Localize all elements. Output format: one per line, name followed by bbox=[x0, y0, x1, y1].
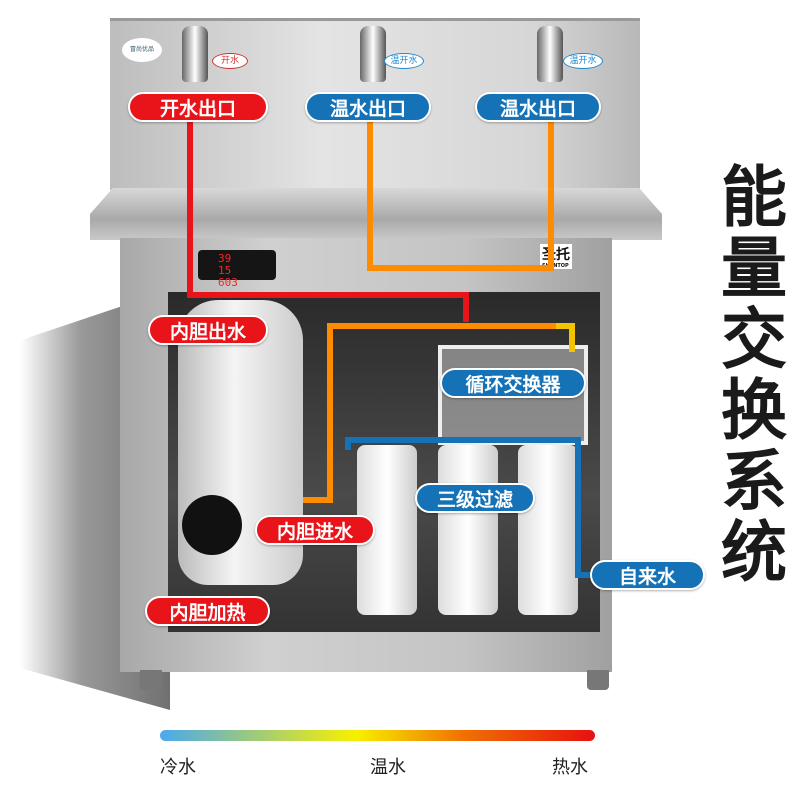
leg bbox=[587, 670, 609, 690]
hot-pipe bbox=[187, 120, 469, 322]
label-warm-outlet: 温水出口 bbox=[475, 92, 601, 122]
display-temp: 39 bbox=[218, 252, 232, 265]
legend-warm: 温水 bbox=[370, 757, 406, 778]
faucet-warm-1 bbox=[360, 26, 386, 82]
drip-tray bbox=[90, 188, 662, 240]
exchange-pipe bbox=[556, 323, 575, 352]
label-tank-heating: 内胆加热 bbox=[145, 596, 270, 626]
leg bbox=[140, 670, 162, 690]
faucet-tag: 温开水 bbox=[384, 53, 424, 69]
label-heat-exchanger: 循环交换器 bbox=[440, 368, 586, 398]
label-boiling-outlet: 开水出口 bbox=[128, 92, 268, 122]
filter-2 bbox=[438, 445, 498, 615]
temperature-gradient-bar bbox=[160, 730, 595, 741]
label-filtration: 三级过滤 bbox=[415, 483, 535, 513]
display-left: 15 bbox=[218, 264, 232, 277]
faucet-tag: 开水 bbox=[212, 53, 248, 69]
faucet-warm-2 bbox=[537, 26, 563, 82]
label-tank-outlet: 内胆出水 bbox=[148, 315, 268, 345]
cold-pipe bbox=[345, 437, 600, 578]
display-right: 603 bbox=[218, 276, 238, 289]
legend-cold: 冷水 bbox=[160, 757, 196, 778]
legend-hot: 热水 bbox=[552, 757, 588, 778]
warm-pipe bbox=[367, 120, 554, 271]
panel-logo: 冒尚优品 bbox=[122, 38, 162, 62]
label-tap-water: 自来水 bbox=[590, 560, 705, 590]
label-tank-inlet: 内胆进水 bbox=[255, 515, 375, 545]
faucet-tag: 温开水 bbox=[563, 53, 603, 69]
faucet-boiling bbox=[182, 26, 208, 82]
tank-inlet-pipe bbox=[303, 323, 556, 503]
label-warm-outlet: 温水出口 bbox=[305, 92, 431, 122]
heater-cap bbox=[182, 495, 242, 555]
vertical-title: 能量交换系统 bbox=[721, 159, 787, 591]
filter-3 bbox=[518, 445, 578, 615]
